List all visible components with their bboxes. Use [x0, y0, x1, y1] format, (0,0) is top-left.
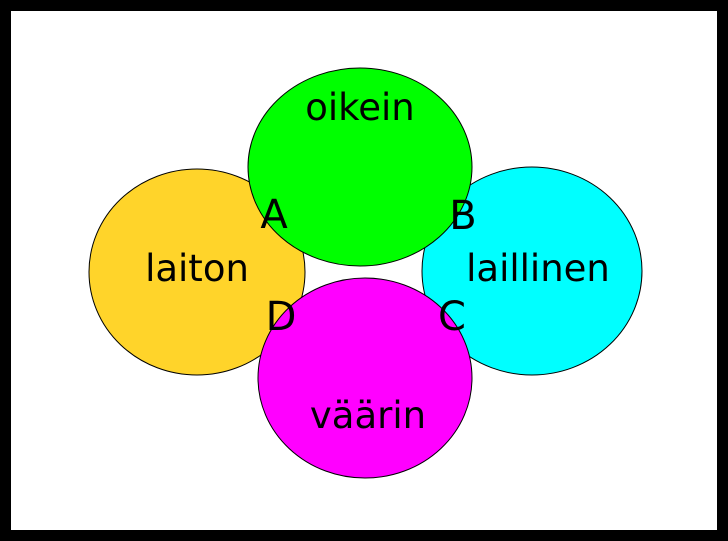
circle-group-cyan[interactable]: laillinen: [421, 166, 643, 376]
circle-label-oikein: oikein: [305, 86, 415, 129]
region-marker-d: D: [266, 294, 297, 340]
region-marker-c: C: [438, 294, 466, 340]
region-marker-b: B: [449, 193, 476, 239]
circle-cyan[interactable]: [421, 166, 643, 376]
circle-label-laiton: laiton: [145, 247, 249, 290]
circle-green[interactable]: [247, 67, 473, 267]
circle-group-magenta[interactable]: väärin: [257, 277, 473, 479]
circle-group-green[interactable]: oikein: [247, 67, 473, 267]
region-marker-a: A: [260, 192, 288, 238]
circle-magenta[interactable]: [257, 277, 473, 479]
circle-yellow[interactable]: [88, 168, 306, 376]
circle-label-vaarin: väärin: [310, 394, 426, 437]
circle-group-yellow[interactable]: laiton: [88, 168, 306, 376]
circle-label-laillinen: laillinen: [466, 247, 610, 290]
